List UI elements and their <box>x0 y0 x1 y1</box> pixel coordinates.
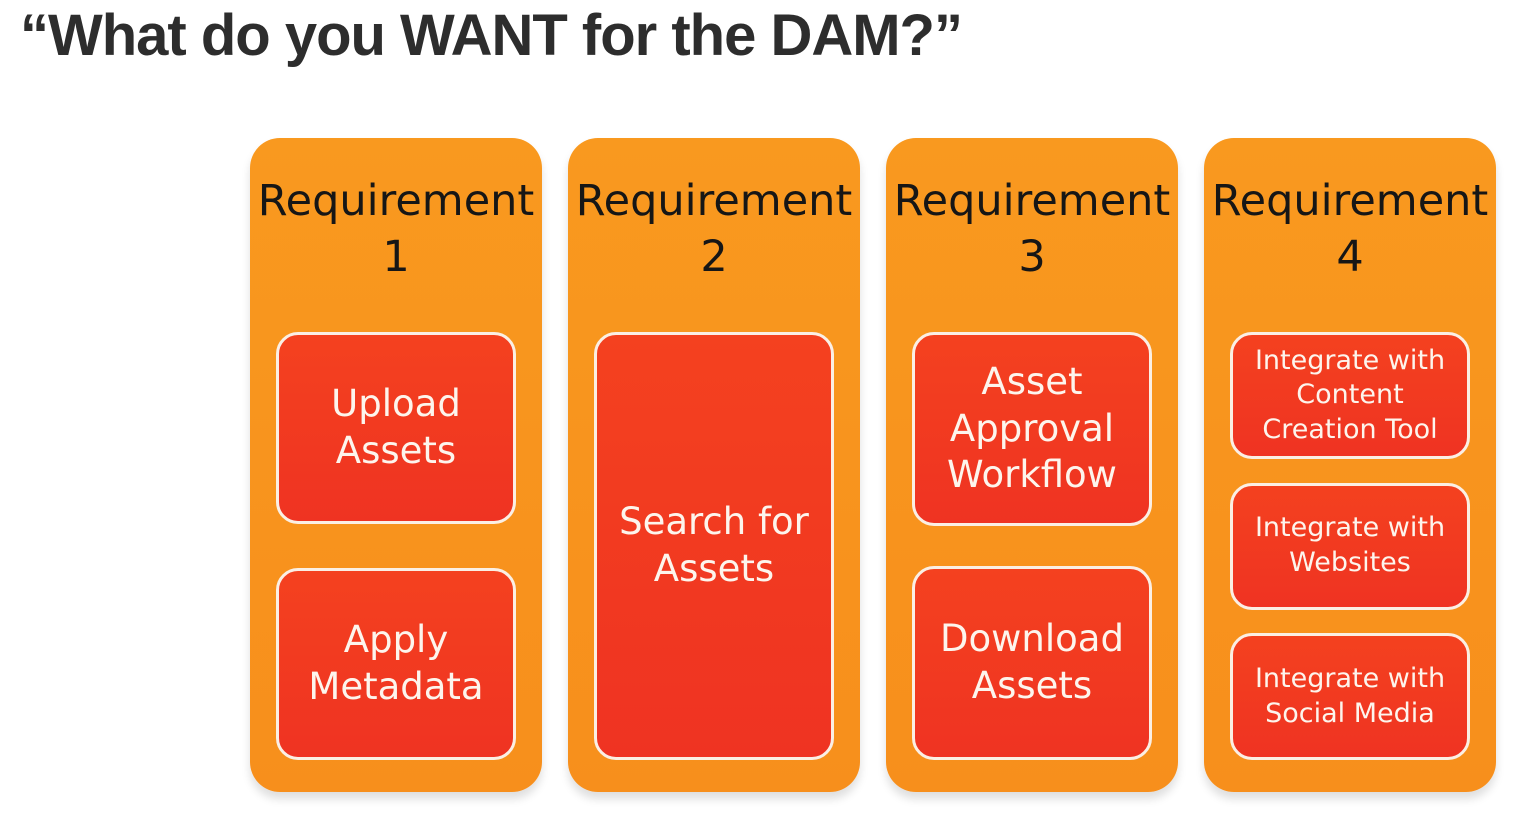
box-integrate-content-creation-tool: Integrate with Content Creation Tool <box>1230 332 1470 459</box>
column-header: Requirement 1 <box>250 174 542 286</box>
column-header: Requirement 3 <box>886 174 1178 286</box>
column-boxes: Asset Approval Workflow Download Assets <box>912 332 1152 760</box>
box-upload-assets: Upload Assets <box>276 332 516 524</box>
slide-title: “What do you WANT for the DAM?” <box>20 3 963 68</box>
box-integrate-social-media: Integrate with Social Media <box>1230 633 1470 760</box>
box-download-assets: Download Assets <box>912 566 1152 760</box>
column-boxes: Integrate with Content Creation Tool Int… <box>1230 332 1470 760</box>
column-header-word: Requirement <box>257 176 535 226</box>
box-search-for-assets: Search for Assets <box>594 332 834 760</box>
column-header-word: Requirement <box>575 176 853 226</box>
column-header-word: Requirement <box>1211 176 1489 226</box>
box-integrate-websites: Integrate with Websites <box>1230 482 1470 610</box>
column-header-number: 1 <box>382 231 410 282</box>
column-requirement-3: Requirement 3 Asset Approval Workflow Do… <box>886 138 1178 792</box>
column-header-word: Requirement <box>893 176 1171 226</box>
column-header-number: 4 <box>1336 231 1364 282</box>
column-requirement-1: Requirement 1 Upload Assets Apply Metada… <box>250 138 542 792</box>
box-asset-approval-workflow: Asset Approval Workflow <box>912 332 1152 526</box>
column-requirement-4: Requirement 4 Integrate with Content Cre… <box>1204 138 1496 792</box>
column-boxes: Upload Assets Apply Metadata <box>276 332 516 760</box>
column-header: Requirement 2 <box>568 174 860 286</box>
column-header: Requirement 4 <box>1204 174 1496 286</box>
box-apply-metadata: Apply Metadata <box>276 568 516 760</box>
column-requirement-2: Requirement 2 Search for Assets <box>568 138 860 792</box>
requirements-diagram: Requirement 1 Upload Assets Apply Metada… <box>250 138 1496 792</box>
column-boxes: Search for Assets <box>594 332 834 760</box>
column-header-number: 2 <box>700 231 728 282</box>
column-header-number: 3 <box>1018 231 1046 282</box>
